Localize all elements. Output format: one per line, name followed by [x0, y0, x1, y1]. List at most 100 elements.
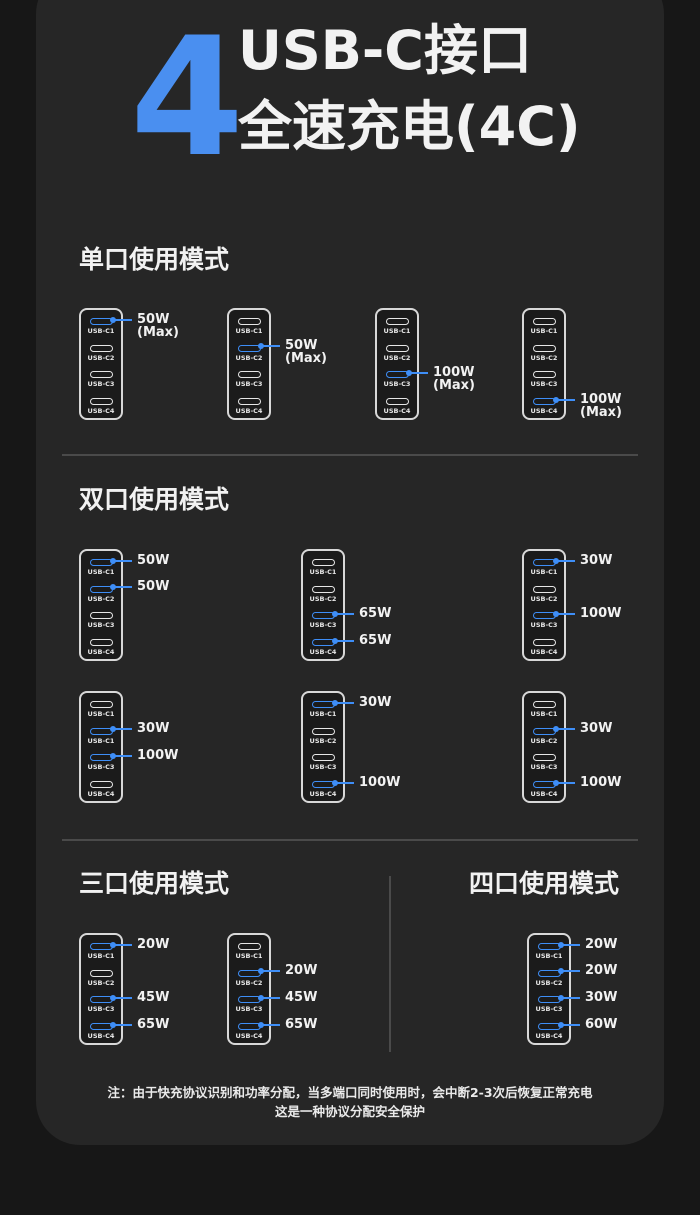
port-label: USB-C3	[87, 763, 115, 772]
power-label: 45W	[285, 989, 318, 1005]
connector-dot	[110, 941, 116, 948]
power-label: 30W	[580, 552, 613, 568]
port-label: USB-C1	[530, 327, 558, 335]
connector-dot	[553, 557, 559, 564]
usb-c-port: USB-C1	[303, 556, 343, 583]
usb-c-port-icon	[90, 639, 113, 647]
port-label: USB-C3	[235, 1005, 263, 1014]
footnote-line-1: 注：由于快充协议识别和功率分配，当多端口同时使用时，会中断2-3次后恢复正常充电	[107, 1085, 593, 1100]
port-label: USB-C2	[530, 594, 558, 603]
power-connector-line	[555, 559, 575, 562]
usb-c-port: USB-C4	[229, 395, 269, 422]
power-connector-line	[555, 781, 575, 784]
port-label: USB-C4	[235, 1032, 263, 1041]
port-label: USB-C2	[309, 736, 337, 745]
usb-c-port-icon	[312, 727, 335, 735]
port-label: USB-C3	[383, 380, 411, 389]
section-title-single: 单口使用模式	[79, 245, 230, 274]
usb-c-port: USB-C2	[377, 342, 417, 369]
port-label: USB-C3	[535, 1005, 563, 1014]
power-connector-line	[334, 701, 354, 704]
usb-c-port-icon	[533, 318, 556, 325]
usb-c-port: USB-C3	[524, 368, 564, 395]
port-label: USB-C2	[530, 736, 558, 745]
connector-dot	[332, 610, 338, 617]
usb-c-port: USB-C3	[81, 609, 121, 636]
port-label: USB-C1	[535, 952, 563, 960]
port-label: USB-C1	[235, 327, 263, 335]
power-connector-line	[112, 1023, 132, 1026]
port-label: USB-C4	[383, 407, 411, 416]
power-connector-line	[334, 612, 354, 615]
section-title-quad: 四口使用模式	[469, 869, 620, 898]
connector-dot	[406, 369, 412, 376]
connector-dot	[558, 994, 564, 1001]
port-label: USB-C4	[535, 1032, 563, 1041]
usb-c-port: USB-C4	[524, 636, 564, 663]
power-label: 50W	[137, 579, 170, 595]
usb-c-port: USB-C1	[229, 315, 269, 342]
power-connector-line	[408, 371, 428, 374]
power-connector-line	[112, 728, 132, 731]
connector-dot	[110, 752, 116, 759]
port-label: USB-C3	[87, 621, 115, 630]
port-label: USB-C3	[87, 380, 115, 389]
divider-1	[62, 454, 638, 456]
usb-c-port: USB-C4	[81, 636, 121, 663]
port-label: USB-C2	[87, 353, 115, 362]
divider-2	[62, 839, 638, 841]
power-label: 100W	[580, 605, 622, 621]
power-connector-line	[112, 586, 132, 589]
connector-dot	[258, 994, 264, 1001]
usb-c-port-icon	[533, 344, 556, 352]
power-connector-line	[560, 1023, 580, 1026]
port-label: USB-C1	[309, 568, 337, 576]
power-label: 65W	[359, 605, 392, 621]
port-label: USB-C2	[530, 353, 558, 362]
connector-dot	[553, 726, 559, 733]
usb-c-port: USB-C2	[81, 342, 121, 369]
usb-c-port: USB-C1	[229, 940, 269, 967]
power-label: 30W	[580, 721, 613, 737]
usb-c-port-icon	[90, 371, 113, 379]
usb-c-port: USB-C4	[377, 395, 417, 422]
connector-dot	[258, 1021, 264, 1028]
usb-c-port: USB-C3	[524, 751, 564, 778]
power-label: 50W (Max)	[137, 311, 179, 340]
power-label: 30W	[585, 989, 618, 1005]
usb-c-port-icon	[238, 943, 261, 950]
power-label: 30W	[137, 721, 170, 737]
port-label: USB-C1	[530, 568, 558, 576]
usb-c-port: USB-C3	[303, 751, 343, 778]
port-label: USB-C1	[87, 952, 115, 960]
connector-dot	[558, 1021, 564, 1028]
port-label: USB-C2	[235, 353, 263, 362]
usb-c-port-icon	[386, 318, 409, 325]
connector-dot	[110, 557, 116, 564]
big-number: 4	[130, 2, 244, 193]
usb-c-port-icon	[312, 559, 335, 566]
port-label: USB-C4	[530, 407, 558, 416]
power-label: 65W	[359, 632, 392, 648]
connector-dot	[553, 610, 559, 617]
power-label: 65W	[285, 1016, 318, 1032]
power-connector-line	[560, 996, 580, 999]
power-connector-line	[555, 612, 575, 615]
port-label: USB-C1	[235, 952, 263, 960]
usb-c-port-icon	[533, 754, 556, 762]
usb-c-port-icon	[238, 318, 261, 325]
connector-dot	[558, 968, 564, 975]
port-label: USB-C3	[309, 621, 337, 630]
power-label: 20W	[137, 936, 170, 952]
power-label: 30W	[359, 694, 392, 710]
port-label: USB-C1	[87, 327, 115, 335]
